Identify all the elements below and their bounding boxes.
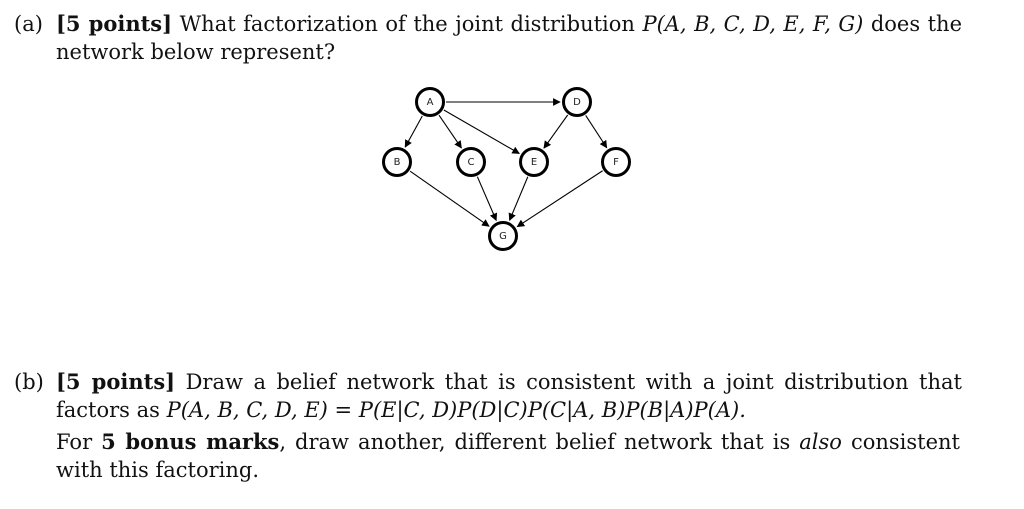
node-e: E (519, 147, 549, 177)
node-b-circle (382, 147, 412, 177)
bonus-text-1: , draw another, different belief network… (279, 430, 800, 454)
part-b-text-1: Draw a belief network that is consistent… (56, 370, 962, 422)
network-nodes: A B C D E F G (382, 87, 631, 251)
edge-b-to-g (409, 170, 490, 227)
part-b-equation: P(A, B, C, D, E) = P(E|C, D)P(D|C)P(C|A,… (166, 398, 746, 422)
edge-a-to-e (443, 109, 520, 154)
edge-a-to-c (438, 114, 462, 149)
bonus-emphasis: also (799, 430, 842, 454)
part-a-text-1: What factorization of the joint distribu… (179, 12, 643, 36)
bonus-marks: 5 bonus marks (101, 429, 280, 454)
part-a-text-2: does the network below represent? (56, 12, 962, 64)
edge-a-to-b (404, 115, 423, 148)
edge-d-to-e (543, 114, 569, 149)
node-c: C (456, 147, 486, 177)
bonus-text-2: consistent with this factoring. (56, 430, 960, 482)
node-e-circle (519, 147, 549, 177)
node-a: A (415, 87, 445, 117)
part-b-label: (b) (14, 370, 44, 394)
node-g-label: G (499, 231, 507, 242)
node-f-label: F (613, 157, 619, 168)
edge-e-to-g (508, 176, 529, 222)
bonus-paragraph: For 5 bonus marks, draw another, differe… (56, 428, 960, 484)
node-g: G (488, 221, 518, 251)
edge-f-to-g (516, 170, 603, 228)
part-b-points: [5 points] (56, 369, 176, 394)
node-f-circle (601, 147, 631, 177)
node-a-label: A (427, 97, 434, 108)
network-edges (404, 98, 608, 228)
node-d: D (562, 87, 592, 117)
part-a-joint-distribution: P(A, B, C, D, E, F, G) (642, 12, 864, 36)
part-b-question-text: [5 points] Draw a belief network that is… (56, 368, 962, 424)
node-d-circle (562, 87, 592, 117)
edge-c-to-g (476, 176, 498, 222)
bonus-intro: For (56, 430, 102, 454)
node-d-label: D (573, 97, 581, 108)
node-g-circle (488, 221, 518, 251)
node-a-circle (415, 87, 445, 117)
node-c-label: C (468, 157, 475, 168)
edge-d-to-f (585, 115, 608, 149)
node-c-circle (456, 147, 486, 177)
node-f: F (601, 147, 631, 177)
node-e-label: E (531, 157, 537, 168)
node-b-label: B (394, 157, 401, 168)
part-a-points: [5 points] (56, 11, 173, 36)
node-b: B (382, 147, 412, 177)
part-a-label: (a) (14, 12, 43, 36)
part-a-question-text: [5 points] What factorization of the joi… (56, 10, 962, 66)
